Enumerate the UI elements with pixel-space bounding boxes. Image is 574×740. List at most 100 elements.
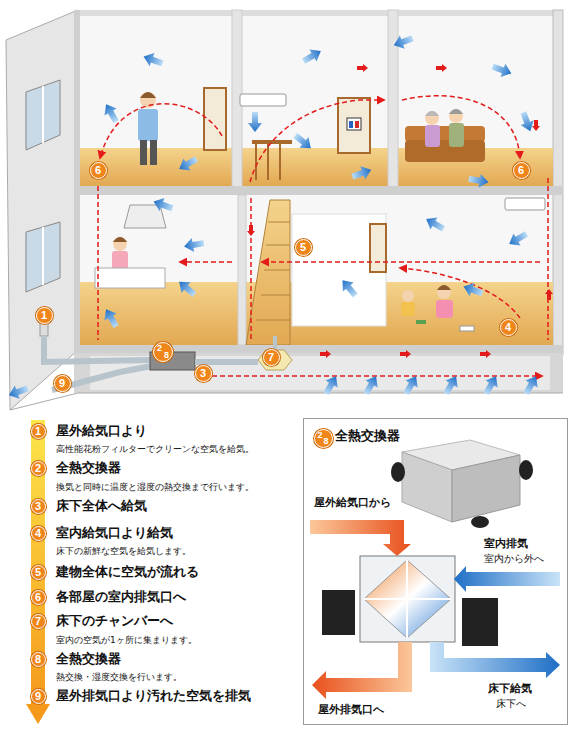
callout-number: 1 — [31, 424, 46, 439]
callout-digit: 2 — [318, 431, 323, 440]
illustration-part — [140, 92, 156, 108]
illustration-part — [437, 285, 451, 290]
illustration-part — [267, 144, 269, 180]
illustration-part — [480, 373, 502, 397]
item-note: 熱交換・湿度交換を行います。 — [56, 672, 182, 682]
callout-digit: 5 — [35, 567, 41, 578]
illustration-part — [520, 373, 542, 397]
illustration-part — [391, 32, 415, 52]
illustration-part — [266, 245, 290, 246]
callout-digit: 2 — [157, 344, 162, 353]
illustration-part — [100, 306, 122, 330]
illustration-part — [355, 121, 359, 128]
illustration-part — [292, 214, 386, 326]
illustration-part — [74, 345, 563, 353]
illustration-part — [246, 200, 290, 345]
illustration-part — [310, 520, 411, 556]
callout-number: 6 — [31, 590, 46, 605]
illustration-part — [320, 350, 331, 358]
illustration-part — [400, 268, 520, 318]
item-title: 全熱交換器 — [56, 652, 121, 667]
item-title: 床下全体へ給気 — [56, 499, 147, 514]
illustration-part — [312, 642, 412, 699]
callout-number: 6 — [90, 162, 107, 179]
callout-number: 4 — [500, 319, 517, 336]
illustration-part — [42, 86, 44, 143]
illustration-part — [322, 590, 355, 635]
illustration-part — [405, 140, 485, 162]
illustration-part — [78, 393, 563, 394]
illustration-part — [183, 236, 205, 253]
illustration-part — [78, 10, 560, 16]
illustration-part — [347, 118, 361, 130]
item-title: 屋外給気口から — [314, 497, 391, 510]
illustration-part — [349, 121, 353, 128]
illustration-part — [454, 566, 560, 592]
callout-digit: 3 — [35, 501, 41, 512]
illustration-part — [468, 172, 490, 189]
illustration-part — [175, 276, 199, 300]
callout-number: 7 — [31, 614, 46, 629]
illustration-part — [553, 10, 563, 355]
item-note: 室内から外へ — [484, 553, 544, 565]
illustration-part — [436, 64, 447, 72]
illustration-part — [44, 336, 150, 362]
item-title: 各部屋の室内排気口へ — [56, 590, 186, 605]
callout-number: 5 — [295, 239, 312, 256]
callout-number: 3 — [31, 499, 46, 514]
illustration-part — [400, 350, 411, 358]
callout-digit: 5 — [300, 242, 306, 253]
illustration-part — [180, 261, 232, 263]
illustration-part — [357, 64, 368, 72]
callout-digit: 6 — [95, 165, 101, 176]
item-title: 屋外排気口より汚れた空気を排気 — [56, 689, 251, 704]
illustration-part — [300, 45, 324, 67]
illustration-part — [252, 140, 292, 144]
illustration-part — [401, 302, 415, 316]
item-note: 床下へ — [496, 698, 526, 710]
illustration-part — [400, 373, 422, 397]
illustration-part — [138, 109, 158, 141]
illustration-part — [430, 642, 560, 678]
item-title: 室内給気口より給気 — [56, 526, 173, 541]
illustration-part — [360, 556, 455, 642]
callout-number: 9 — [54, 375, 71, 392]
callout-digit: 7 — [268, 352, 274, 363]
callout-number: 28 — [153, 342, 173, 362]
illustration-part — [452, 455, 520, 522]
callout-digit: 1 — [35, 426, 41, 437]
callout-digit: 8 — [323, 437, 328, 446]
illustration-part — [364, 560, 451, 638]
item-note: 高性能花粉フィルターでクリーンな空気を給気。 — [56, 444, 254, 454]
illustration-part — [140, 92, 156, 98]
illustration-part — [26, 704, 50, 724]
illustration-part — [100, 101, 122, 125]
illustration-part — [517, 110, 537, 134]
illustration-part — [95, 268, 165, 288]
illustration-part — [449, 109, 463, 123]
illustration-part — [31, 420, 45, 706]
illustration-part — [505, 198, 545, 210]
illustration-part — [440, 373, 462, 397]
illustration-part — [97, 186, 99, 340]
item-note: 室内の空気が1ヶ所に集まります。 — [56, 635, 197, 645]
illustration-part — [78, 10, 560, 355]
illustration-part — [113, 237, 127, 242]
callout-digit: 1 — [41, 310, 47, 321]
item-title: 床下のチャンバーへ — [56, 614, 173, 629]
callout-digit: 6 — [518, 165, 524, 176]
illustration-part — [261, 295, 290, 296]
callout-number: 9 — [31, 689, 46, 704]
illustration-part — [402, 290, 414, 302]
illustration-part — [338, 98, 370, 153]
illustration-part — [98, 96, 548, 376]
item-note: 床下の新鮮な空気を給気します。 — [56, 546, 191, 556]
illustration-part — [268, 222, 290, 223]
callout-digit: 3 — [200, 368, 206, 379]
callout-number: 1 — [36, 307, 53, 324]
item-title: 屋外排気口へ — [318, 704, 384, 717]
illustration-part — [402, 452, 452, 522]
callout-number: 3 — [195, 365, 212, 382]
illustration-part — [264, 270, 290, 271]
illustration-part — [140, 140, 147, 165]
